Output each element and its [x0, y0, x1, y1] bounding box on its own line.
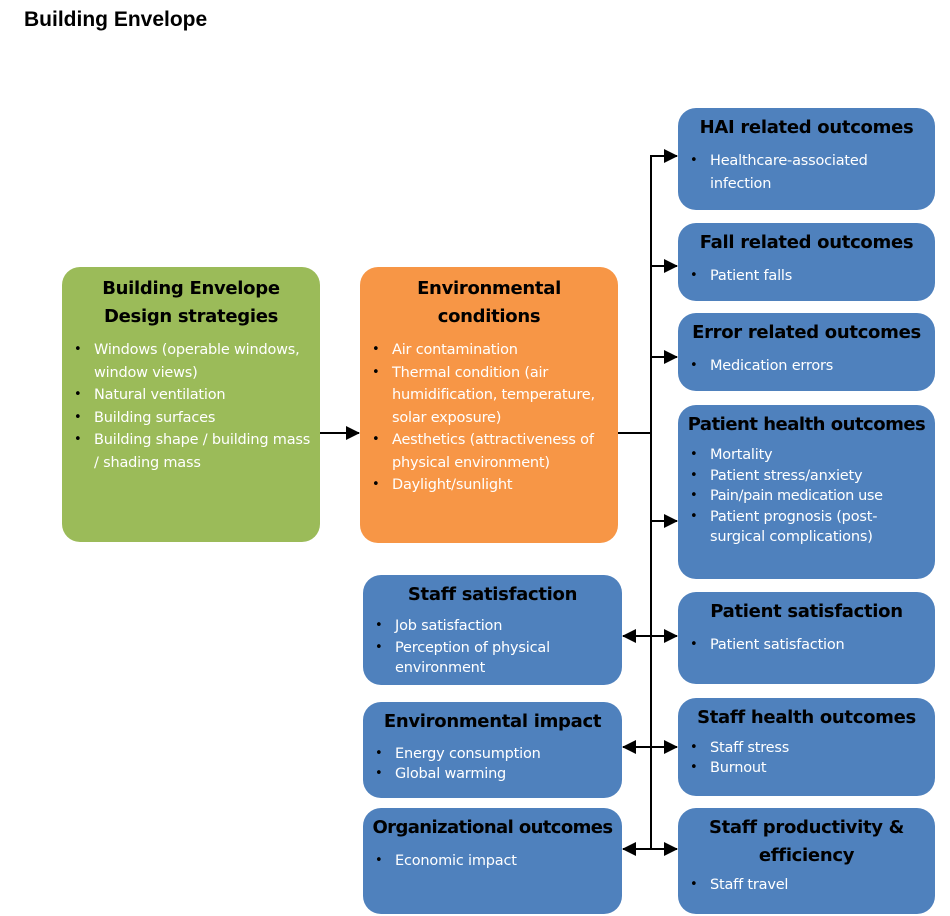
list-item: Thermal condition (air humidification, t… [372, 362, 610, 430]
staff-health-outcomes-title: Staff health outcomes [697, 707, 916, 728]
organizational-outcomes-box: Organizational outcomes Economic impact [363, 808, 622, 914]
environmental-conditions-box: Environmental conditions Air contaminati… [360, 267, 618, 543]
patient-satisfaction-title: Patient satisfaction [710, 601, 903, 622]
list-item: Economic impact [375, 850, 614, 873]
staff-health-outcomes-list: Staff stress Burnout [686, 738, 927, 778]
list-item: Global warming [375, 764, 614, 784]
staff-satisfaction-title: Staff satisfaction [407, 584, 578, 605]
list-item: Energy consumption [375, 744, 614, 764]
fall-outcomes-list: Patient falls [686, 265, 927, 288]
list-item: Staff travel [690, 874, 927, 897]
patient-health-outcomes-list: Mortality Patient stress/anxiety Pain/pa… [686, 445, 927, 548]
list-item: Windows (operable windows, window views) [74, 339, 312, 384]
list-item: Perception of physical environment [375, 638, 614, 678]
patient-satisfaction-box: Patient satisfaction Patient satisfactio… [678, 592, 935, 684]
environmental-conditions-title: Environmental conditions [417, 278, 561, 327]
staff-satisfaction-box: Staff satisfaction Job satisfaction Perc… [363, 575, 622, 685]
patient-health-outcomes-title: Patient health outcomes [687, 414, 926, 435]
list-item: Staff stress [690, 738, 927, 758]
organizational-outcomes-title: Organizational outcomes [372, 817, 613, 838]
environmental-impact-list: Energy consumption Global warming [371, 744, 614, 784]
list-item: Patient satisfaction [690, 634, 927, 657]
patient-health-outcomes-box: Patient health outcomes Mortality Patien… [678, 405, 935, 579]
list-item: Mortality [690, 445, 927, 466]
list-item: Patient stress/anxiety [690, 466, 927, 487]
list-item: Building shape / building mass / shading… [74, 429, 312, 474]
staff-health-outcomes-box: Staff health outcomes Staff stress Burno… [678, 698, 935, 796]
list-item: Patient falls [690, 265, 927, 288]
hai-outcomes-title: HAI related outcomes [699, 117, 914, 138]
hai-outcomes-box: HAI related outcomes Healthcare-associat… [678, 108, 935, 210]
list-item: Burnout [690, 758, 927, 778]
list-item: Daylight/sunlight [372, 474, 610, 497]
fall-outcomes-title: Fall related outcomes [699, 232, 914, 253]
organizational-outcomes-list: Economic impact [371, 850, 614, 873]
list-item: Patient prognosis (post-surgical complic… [690, 507, 927, 548]
list-item: Healthcare-associated infection [690, 150, 927, 195]
list-item: Air contamination [372, 339, 610, 362]
design-strategies-box: Building Envelope Design strategies Wind… [62, 267, 320, 542]
environmental-impact-title: Environmental impact [383, 711, 602, 732]
error-outcomes-title: Error related outcomes [692, 322, 921, 343]
staff-productivity-box: Staff productivity & efficiency Staff tr… [678, 808, 935, 914]
error-outcomes-box: Error related outcomes Medication errors [678, 313, 935, 391]
page-title: Building Envelope [24, 8, 208, 31]
environmental-conditions-list: Air contamination Thermal condition (air… [368, 339, 610, 497]
list-item: Natural ventilation [74, 384, 312, 407]
design-strategies-title: Building Envelope Design strategies [102, 278, 280, 327]
list-item: Pain/pain medication use [690, 486, 927, 507]
error-outcomes-list: Medication errors [686, 355, 927, 378]
list-item: Building surfaces [74, 407, 312, 430]
environmental-impact-box: Environmental impact Energy consumption … [363, 702, 622, 798]
design-strategies-list: Windows (operable windows, window views)… [70, 339, 312, 474]
list-item: Medication errors [690, 355, 927, 378]
staff-productivity-title: Staff productivity & efficiency [708, 817, 905, 866]
staff-productivity-list: Staff travel [686, 874, 927, 897]
patient-satisfaction-list: Patient satisfaction [686, 634, 927, 657]
hai-outcomes-list: Healthcare-associated infection [686, 150, 927, 195]
list-item: Aesthetics (attractiveness of physical e… [372, 429, 610, 474]
fall-outcomes-box: Fall related outcomes Patient falls [678, 223, 935, 301]
list-item: Job satisfaction [375, 615, 614, 638]
staff-satisfaction-list: Job satisfaction Perception of physical … [371, 615, 614, 678]
